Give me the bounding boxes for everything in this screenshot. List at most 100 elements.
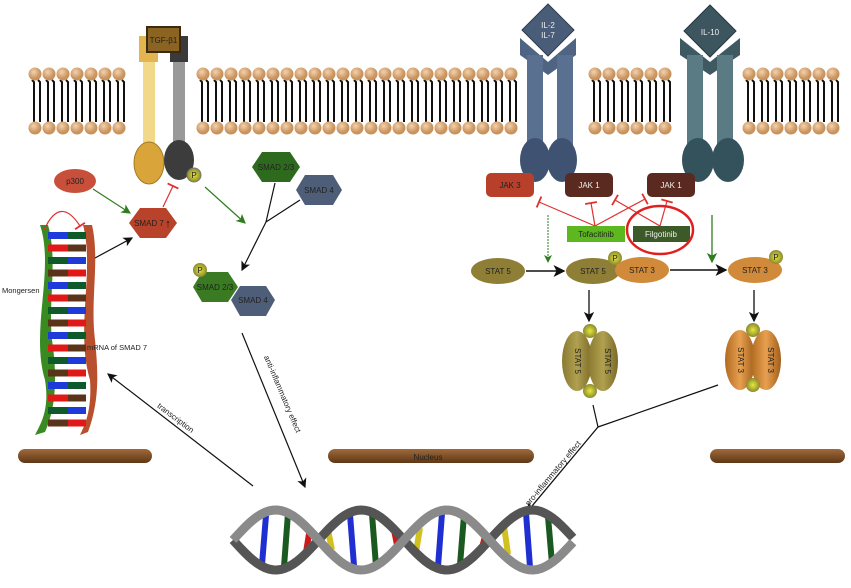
tgf-label: TGF-β1 — [150, 36, 178, 45]
base-pair — [435, 513, 445, 567]
lipid — [420, 67, 434, 135]
pro-inflammatory-arrow: pro-inflammatory effect — [523, 384, 719, 513]
p300: p300 — [54, 169, 96, 193]
jak-inhibition-lines — [535, 193, 674, 227]
svg-text:STAT 5: STAT 5 — [580, 267, 606, 276]
lipid — [350, 67, 364, 135]
svg-text:SMAD 4: SMAD 4 — [238, 296, 268, 305]
stat3-phospho: STAT 3 P — [728, 250, 783, 283]
base — [68, 244, 86, 252]
receptor-smad-arrow — [204, 186, 246, 224]
base — [48, 319, 68, 327]
lipid — [42, 67, 56, 135]
base — [68, 332, 86, 339]
lipid — [616, 67, 630, 135]
base — [48, 294, 68, 302]
base — [48, 394, 68, 402]
il2-label: IL-2 — [541, 21, 555, 30]
lipid — [476, 67, 490, 135]
svg-text:STAT 3: STAT 3 — [736, 347, 745, 373]
stat5-dimer: STAT 5 STAT 5 — [562, 324, 618, 398]
smad23: SMAD 2/3 — [252, 152, 300, 182]
lipid — [70, 67, 84, 135]
stat5-phospho: STAT 5 P — [566, 251, 622, 284]
lipid — [336, 67, 350, 135]
lipid — [280, 67, 294, 135]
lipid — [784, 67, 798, 135]
svg-text:JAK 3: JAK 3 — [499, 181, 521, 190]
base — [68, 357, 86, 364]
stat3-dimer: STAT 3 STAT 3 — [725, 323, 781, 392]
lipid — [602, 67, 616, 135]
base — [68, 382, 86, 389]
base — [48, 332, 68, 339]
base-pair — [259, 515, 269, 565]
lipid — [392, 67, 406, 135]
tgf-receptor: TGF-β1 P — [133, 26, 202, 185]
base — [68, 257, 86, 264]
tofacitinib-drug: Tofacitinib — [567, 226, 625, 242]
svg-text:P: P — [773, 253, 778, 262]
mongersen-label: Mongersen — [2, 286, 40, 295]
base — [68, 282, 86, 289]
base — [48, 419, 68, 427]
lipid — [490, 67, 504, 135]
smad7-mrna-mongersen — [35, 225, 98, 435]
phospho-circle — [186, 167, 202, 183]
svg-text:p300: p300 — [66, 177, 84, 186]
il10-label: IL-10 — [701, 28, 720, 37]
lipid — [434, 67, 448, 135]
svg-text:SMAD 2/3: SMAD 2/3 — [197, 283, 234, 292]
lipid — [826, 67, 840, 135]
svg-text:P: P — [197, 266, 202, 275]
lipid — [742, 67, 756, 135]
tgf-beta1-ligand — [146, 26, 181, 53]
mrna-smad7-arrow — [94, 237, 134, 259]
smad7-inhibition — [162, 182, 179, 208]
base — [48, 269, 68, 277]
lipid — [196, 67, 210, 135]
base — [68, 319, 86, 327]
nuclear-membrane-center — [328, 449, 534, 463]
lipid — [448, 67, 462, 135]
base-pair — [281, 513, 291, 567]
base-pair — [369, 513, 379, 567]
base — [48, 407, 68, 414]
nucleus-label: Nucleus — [414, 453, 443, 462]
filgotinib-drug: Filgotinib — [633, 226, 690, 242]
base — [48, 307, 68, 314]
lipid — [658, 67, 672, 135]
transcription-arrow: transcription — [107, 373, 254, 487]
lipid — [308, 67, 322, 135]
base — [48, 244, 68, 252]
base — [68, 407, 86, 414]
jak1-il10: JAK 1 — [647, 173, 695, 197]
lipid — [294, 67, 308, 135]
lipid — [644, 67, 658, 135]
svg-text:JAK 1: JAK 1 — [578, 181, 600, 190]
svg-text:Tofacitinib: Tofacitinib — [578, 230, 614, 239]
base — [68, 307, 86, 314]
lipid — [224, 67, 238, 135]
svg-text:STAT 5: STAT 5 — [485, 267, 511, 276]
base — [48, 357, 68, 364]
smad-complex: SMAD 2/3 SMAD 4 P — [193, 263, 275, 316]
lipid — [252, 67, 266, 135]
lipid — [406, 67, 420, 135]
anti-inflammatory-arrow: anti-inflammatory effect — [241, 332, 307, 489]
stat5: STAT 5 — [471, 258, 525, 284]
svg-text:STAT 3: STAT 3 — [629, 266, 655, 275]
base — [68, 269, 86, 277]
svg-text:STAT 3: STAT 3 — [766, 347, 775, 373]
smad7: SMAD 7 ↑ — [129, 208, 177, 238]
svg-text:JAK 1: JAK 1 — [660, 181, 682, 190]
base — [68, 294, 86, 302]
smad-complex-arrow — [241, 221, 267, 272]
base — [48, 282, 68, 289]
lipid — [798, 67, 812, 135]
base-pair — [523, 512, 533, 568]
base — [68, 344, 86, 352]
lipid — [378, 67, 392, 135]
phospho-label: P — [191, 171, 196, 180]
